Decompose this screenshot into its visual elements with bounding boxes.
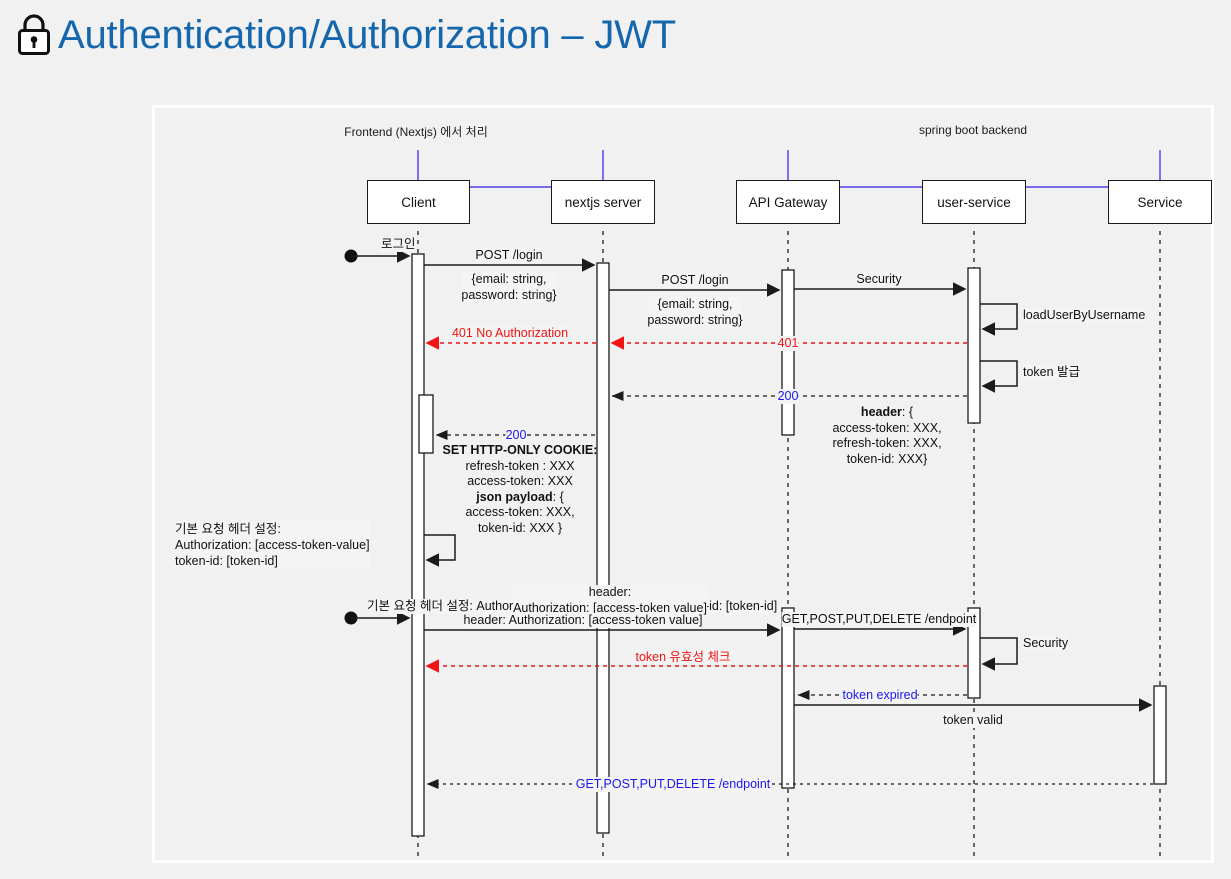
message-note-api-header: header: Authorization: [access-token val… — [513, 585, 707, 616]
participant-user-service[interactable]: user-service — [922, 180, 1026, 224]
message-label-token-expired: token 유효성 체크 — [635, 650, 731, 665]
page-title: Authentication/Authorization – JWT — [14, 12, 676, 58]
message-label-post-login-client: POST /login — [475, 248, 543, 263]
cookie-line5: access-token: XXX, — [465, 505, 575, 519]
gw-body-line2: password: string} — [647, 312, 743, 327]
login-body-line1: {email: string, — [471, 272, 547, 286]
message-note-header-block: header: { access-token: XXX, refresh-tok… — [832, 405, 941, 467]
cookie-line1: SET HTTP-ONLY COOKIE: — [443, 443, 598, 459]
participant-api-gateway[interactable]: API Gateway — [736, 180, 840, 224]
apihdr-line2: Authorization: [access-token value] — [513, 600, 707, 615]
header-line2: access-token: XXX, — [832, 420, 942, 435]
arrow-token-validity-check — [980, 637, 1018, 671]
gw-body-line1: {email: string, — [657, 297, 733, 311]
message-label-token-valid: token expired — [842, 688, 918, 703]
cookie-line2: refresh-token : XXX — [465, 458, 575, 473]
apihdr-line1: header: — [588, 585, 632, 599]
participant-nextjs-server[interactable]: nextjs server — [551, 180, 655, 224]
message-label-endpoint-client-gateway: header: Authorization: [access-token val… — [463, 613, 703, 628]
cookie-title: SET HTTP-ONLY COOKIE: — [442, 443, 598, 457]
diagram-vector-layer — [344, 150, 1167, 858]
header-line4: token-id: XXX} — [846, 451, 928, 466]
message-note-cookie-block: SET HTTP-ONLY COOKIE: refresh-token : XX… — [443, 443, 598, 536]
json-payload-keyword: json payload — [476, 489, 553, 504]
message-label-401: 401 — [777, 336, 799, 351]
group-bracket-frontend — [417, 150, 604, 188]
note-default-request-header: 기본 요청 헤더 설정: Authorization: [access-toke… — [175, 521, 370, 569]
message-label-200-nextjs-client: 200 — [505, 428, 527, 443]
message-note-login-body: {email: string, password: string} — [461, 272, 557, 303]
group-label-frontend: Frontend (Nextjs) 에서 처리 — [344, 125, 488, 139]
reqheader-line2: Authorization: [access-token-value] — [175, 538, 370, 552]
participant-service[interactable]: Service — [1108, 180, 1212, 224]
arrow-default-request-header — [424, 534, 456, 567]
login-body-line2: password: string} — [461, 287, 557, 302]
lock-icon — [18, 14, 50, 55]
message-label-token-validity-check: Security — [1023, 636, 1069, 651]
message-label-security-1: Security — [856, 272, 902, 287]
reqheader-line3: token-id: [token-id] — [175, 554, 278, 568]
json-payload-suffix: : { — [552, 489, 564, 504]
cookie-line3: access-token: XXX — [467, 474, 573, 488]
sequence-diagram: Frontend (Nextjs) 에서 처리 spring boot back… — [152, 105, 1214, 863]
message-label-token-issue: token 발급 — [1023, 365, 1081, 380]
reqheader-line1: 기본 요청 헤더 설정: — [175, 522, 281, 536]
participant-client[interactable]: Client — [367, 180, 470, 224]
cookie-line6: token-id: XXX } — [477, 520, 563, 535]
message-label-loaduserbyusername: loadUserByUsername — [1023, 308, 1146, 323]
header-line1: header: { — [832, 405, 941, 421]
arrow-token-issue — [980, 360, 1018, 393]
message-label-200-final: GET,POST,PUT,DELETE /endpoint — [575, 777, 771, 792]
cookie-line4: json payload: { — [443, 490, 598, 506]
group-label-backend: spring boot backend — [918, 123, 1028, 137]
message-label-200-backend: 200 — [777, 389, 799, 404]
arrow-loaduserbyusername — [980, 303, 1018, 336]
message-note-gateway-body: {email: string, password: string} — [647, 297, 743, 328]
message-label-post-login-nextjs: POST /login — [661, 273, 729, 288]
message-label-401-no-authorization: 401 No Authorization — [451, 326, 569, 341]
message-label-login: 로그인 — [381, 237, 416, 252]
header-keyword-suffix: : { — [901, 405, 914, 419]
header-line3: refresh-token: XXX, — [832, 436, 942, 450]
page-title-text: Authentication/Authorization – JWT — [58, 13, 676, 57]
header-keyword: header — [860, 405, 902, 419]
message-label-endpoint-gateway-service: token valid — [943, 713, 1003, 728]
message-label-security-2: GET,POST,PUT,DELETE /endpoint — [781, 612, 977, 627]
